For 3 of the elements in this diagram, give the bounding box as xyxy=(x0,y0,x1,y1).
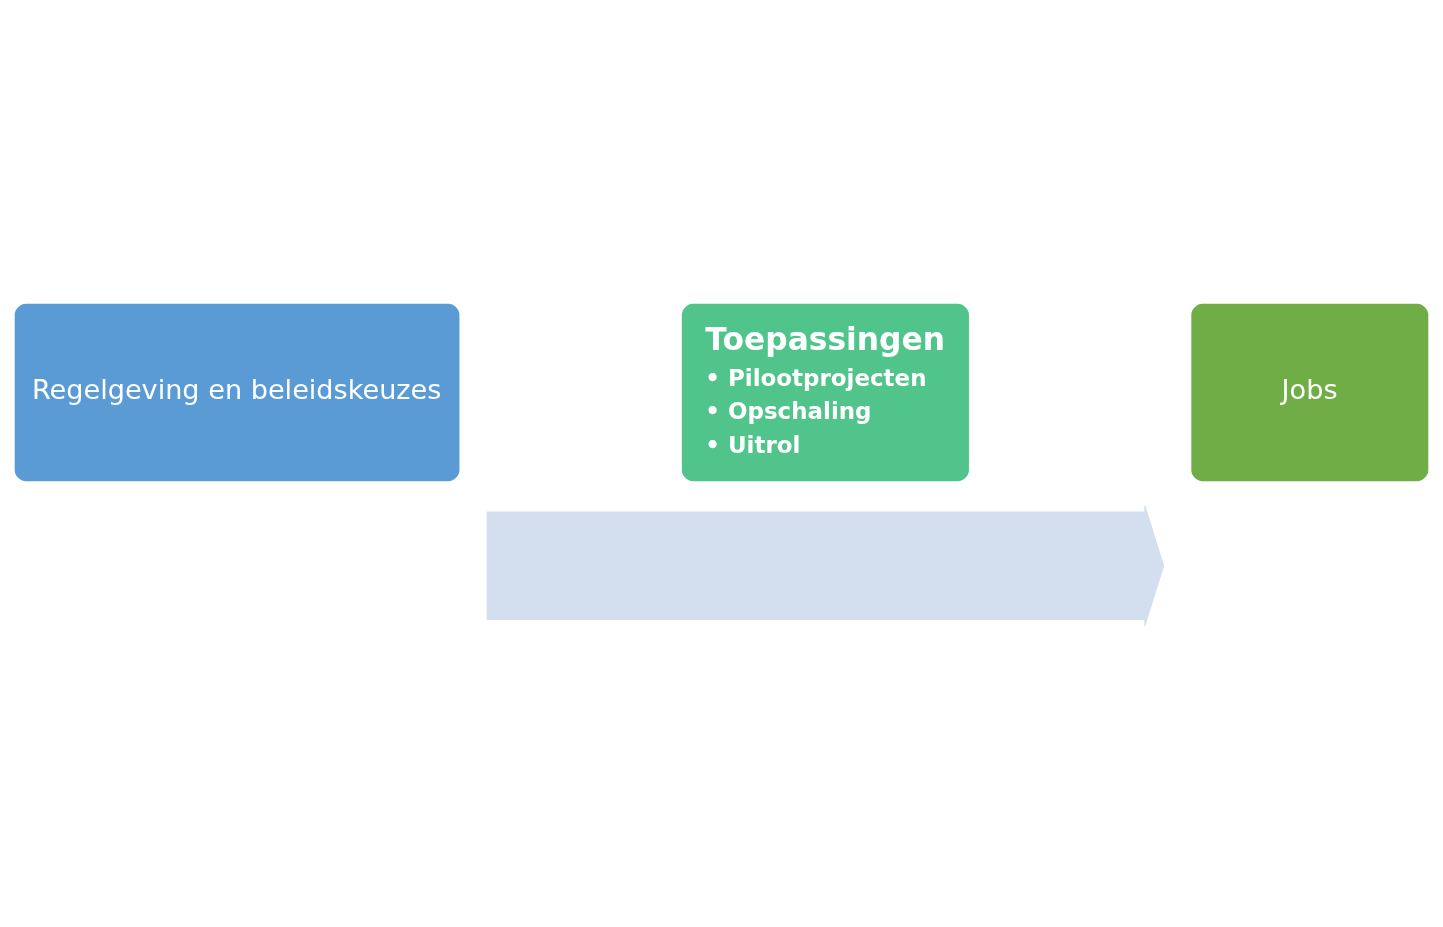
node-box: Jobs xyxy=(1188,300,1432,484)
node-box: Regelgeving en beleidskeuzes xyxy=(11,300,463,484)
node-arrow xyxy=(486,504,1165,626)
